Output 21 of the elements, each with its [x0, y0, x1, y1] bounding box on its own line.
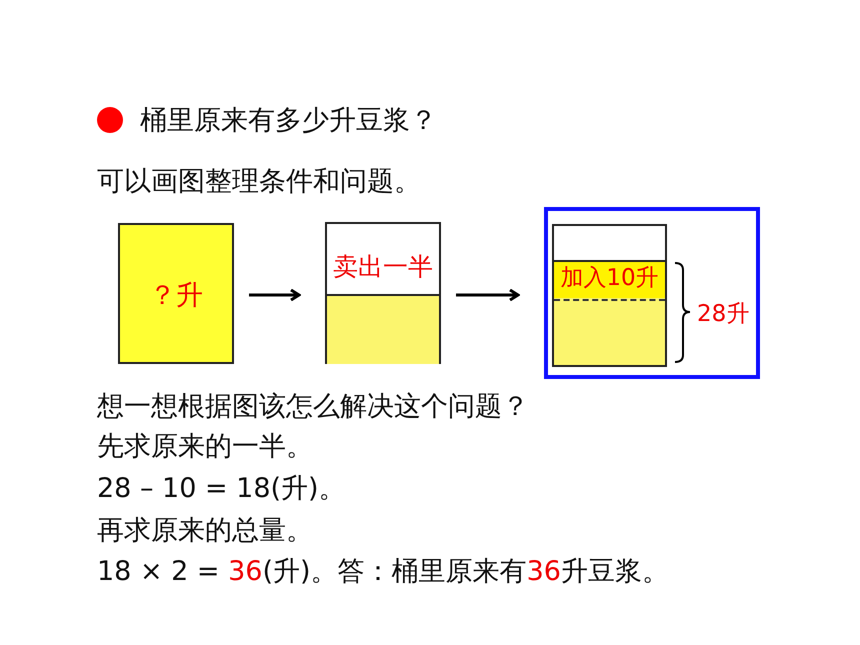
bucket-box — [552, 224, 667, 367]
answer-text: (升)。答：桶里原来有 — [262, 556, 527, 587]
answer-text: 18 × 2 = — [97, 556, 221, 587]
step-text: 先求原来的一半。 — [97, 430, 313, 464]
bucket-box — [325, 222, 441, 364]
highlight-frame — [544, 207, 760, 379]
box-label: 卖出一半 — [332, 251, 434, 283]
arrow — [249, 288, 300, 302]
instruction-text: 可以画图整理条件和问题。 — [97, 165, 421, 199]
box-label: ？升 — [148, 279, 204, 313]
answer-number: 36 — [228, 556, 262, 587]
answer-text: 升豆浆。 — [560, 556, 669, 587]
arrow — [456, 288, 520, 302]
dimension-label: 28升 — [697, 300, 750, 329]
question-text: 想一想根据图该怎么解决这个问题？ — [97, 390, 529, 424]
box-label: 加入10升 — [559, 264, 660, 293]
step-text: 再求原来的总量。 — [97, 514, 313, 548]
equation-text: 28 – 10 = 18(升)。 — [97, 472, 346, 506]
title: 桶里原来有多少升豆浆？ — [140, 104, 437, 138]
answer-number: 36 — [526, 556, 561, 587]
bucket-box — [118, 223, 234, 364]
